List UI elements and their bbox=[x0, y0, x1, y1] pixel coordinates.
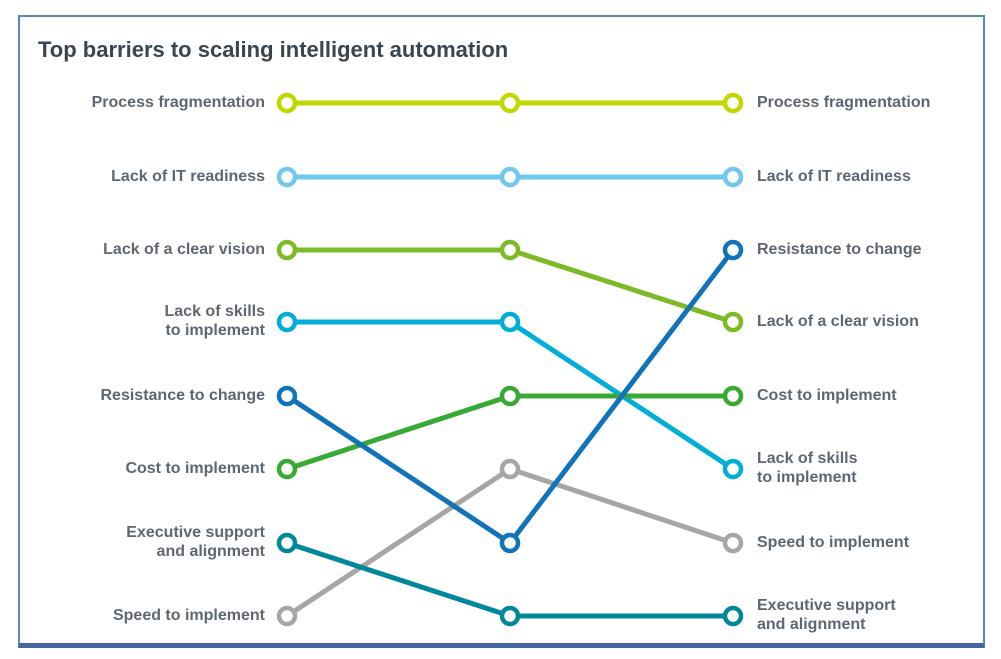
series-point bbox=[499, 311, 521, 333]
right-axis-label: Speed to implement bbox=[757, 533, 910, 551]
right-axis-label: Cost to implement bbox=[757, 386, 897, 404]
series-point bbox=[722, 385, 744, 407]
series-point bbox=[276, 239, 298, 261]
series-point bbox=[499, 532, 521, 554]
series-point bbox=[499, 458, 521, 480]
left-axis-label: Lack of a clear vision bbox=[103, 240, 265, 258]
series-point bbox=[722, 532, 744, 554]
right-axis-label: Lack of a clear vision bbox=[757, 312, 919, 330]
series-line bbox=[286, 393, 733, 472]
page-title: Top barriers to scaling intelligent auto… bbox=[38, 36, 509, 62]
series-point bbox=[276, 458, 298, 480]
series-point bbox=[499, 239, 521, 261]
series-point bbox=[722, 166, 744, 188]
series-point bbox=[499, 166, 521, 188]
series-line bbox=[287, 247, 734, 325]
right-axis-label: Lack of IT readiness bbox=[757, 167, 911, 185]
series-point bbox=[276, 385, 298, 407]
series-point bbox=[276, 166, 298, 188]
left-axis-label: Process fragmentation bbox=[91, 93, 265, 111]
series-line bbox=[286, 540, 733, 619]
series-point bbox=[722, 458, 744, 480]
series-point bbox=[722, 92, 744, 114]
series-point bbox=[276, 311, 298, 333]
series-point bbox=[499, 385, 521, 407]
left-axis-label: Resistance to change bbox=[100, 386, 266, 404]
series-point bbox=[722, 605, 744, 627]
right-axis-label: Process fragmentation bbox=[757, 93, 931, 111]
series-point bbox=[499, 605, 521, 627]
left-axis-label: Lack of IT readiness bbox=[111, 167, 265, 185]
series-point bbox=[722, 239, 744, 261]
left-axis-label: Speed to implement bbox=[112, 606, 265, 624]
series-point bbox=[276, 532, 298, 554]
left-axis-label: Cost to implement bbox=[125, 459, 265, 477]
series-point bbox=[499, 92, 521, 114]
series-point bbox=[276, 605, 298, 627]
series-point bbox=[722, 311, 744, 333]
right-axis-label: Resistance to change bbox=[757, 240, 922, 258]
series-point bbox=[276, 92, 298, 114]
